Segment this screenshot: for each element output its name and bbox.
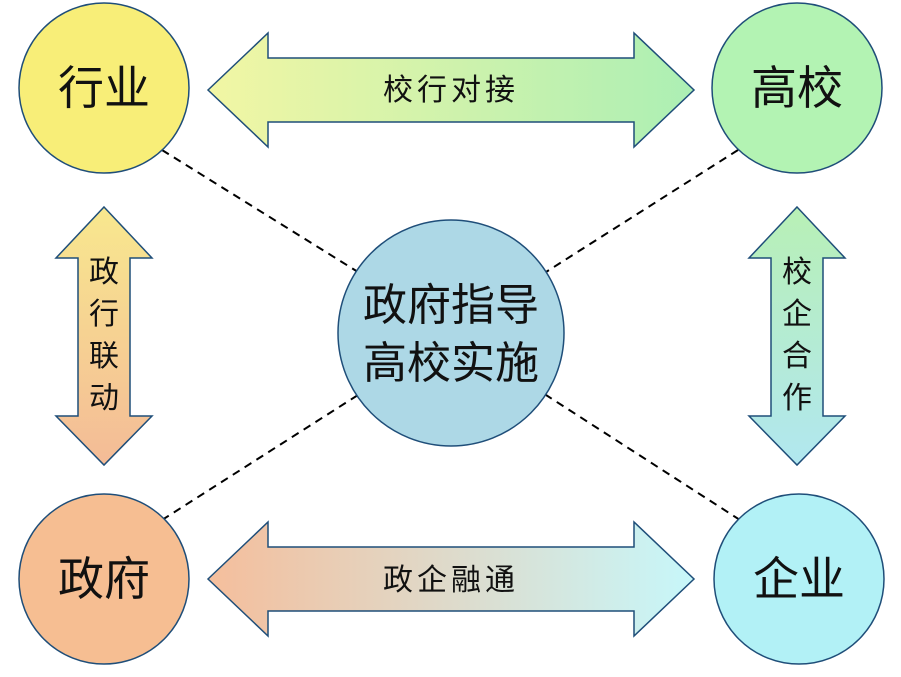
node-center: 政府指导 高校实施 bbox=[337, 219, 565, 447]
arrow-left-char-1: 政 bbox=[89, 255, 119, 290]
arrow-left-char-3: 联 bbox=[89, 339, 119, 374]
connector-enterprise-center bbox=[545, 394, 741, 521]
arrow-left: 政 行 联 动 bbox=[54, 205, 154, 467]
node-university-label: 高校 bbox=[751, 61, 843, 115]
arrow-bottom: 政企融通 bbox=[206, 520, 696, 638]
node-center-circle bbox=[337, 219, 565, 447]
arrow-left-shape bbox=[54, 205, 154, 467]
arrow-right: 校 企 合 作 bbox=[747, 205, 847, 467]
connector-lines bbox=[161, 149, 741, 521]
arrow-left-char-2: 行 bbox=[89, 297, 119, 332]
connector-government-center bbox=[161, 394, 359, 521]
connector-university-center bbox=[545, 149, 739, 273]
arrow-bottom-shape bbox=[206, 520, 696, 638]
arrow-top-label: 校行对接 bbox=[383, 73, 519, 108]
arrow-right-char-2: 企 bbox=[782, 297, 812, 332]
arrow-right-char-4: 作 bbox=[782, 381, 812, 416]
node-university-circle bbox=[711, 2, 883, 174]
node-center-line-1: 政府指导 bbox=[363, 280, 539, 331]
node-industry: 行业 bbox=[18, 2, 190, 174]
arrow-left-char-4: 动 bbox=[89, 381, 119, 416]
node-industry-circle bbox=[18, 2, 190, 174]
node-government-label: 政府 bbox=[58, 552, 150, 606]
connector-industry-center bbox=[161, 149, 359, 273]
arrow-right-char-1: 校 bbox=[782, 255, 812, 290]
arrow-right-char-3: 合 bbox=[782, 339, 812, 374]
node-center-line-2: 高校实施 bbox=[363, 338, 539, 389]
node-industry-label: 行业 bbox=[58, 61, 150, 115]
arrow-bottom-label: 政企融通 bbox=[383, 563, 519, 598]
node-government-circle bbox=[18, 493, 190, 665]
node-university: 高校 bbox=[711, 2, 883, 174]
node-enterprise-label: 企业 bbox=[753, 552, 845, 606]
arrow-top-shape bbox=[206, 31, 696, 149]
node-enterprise-circle bbox=[713, 493, 885, 665]
node-government: 政府 bbox=[18, 493, 190, 665]
arrow-right-shape bbox=[747, 205, 847, 467]
arrow-top: 校行对接 bbox=[206, 31, 696, 149]
node-enterprise: 企业 bbox=[713, 493, 885, 665]
